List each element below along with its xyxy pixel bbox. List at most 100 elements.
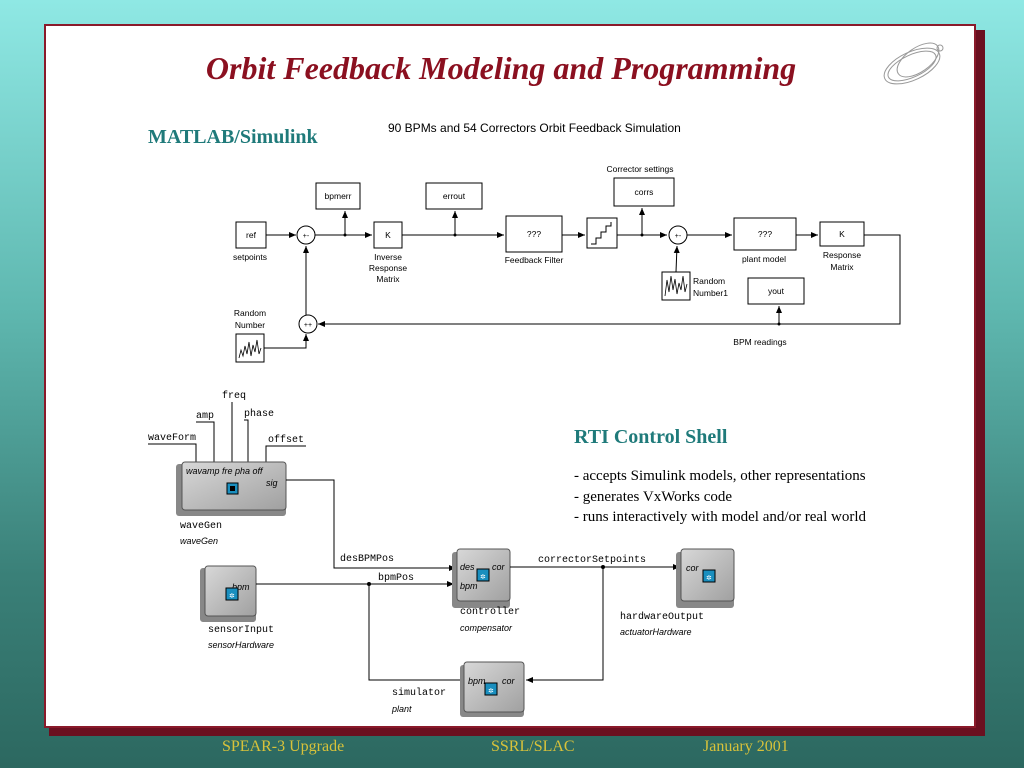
- controller-name: controller: [460, 606, 520, 618]
- noise-icon: [664, 275, 688, 297]
- ref-label: ref: [246, 230, 257, 240]
- hw-icon-glyph: ✲: [706, 573, 711, 583]
- controller-type: compensator: [460, 623, 513, 633]
- sim-type: plant: [391, 704, 412, 714]
- response-label-1: Response: [823, 250, 862, 260]
- sum-signs: +-: [303, 233, 310, 240]
- ring-logo-icon: [883, 42, 944, 85]
- inverse-label-1: Inverse: [374, 252, 402, 262]
- sensor-port: bpm: [232, 582, 250, 592]
- noise-icon: [238, 339, 262, 359]
- controller-port-cor: cor: [492, 562, 506, 572]
- param-phase-label: phase: [244, 408, 274, 420]
- random-wire: [264, 334, 309, 349]
- sum2-signs: +-: [675, 233, 682, 240]
- response-gain-block[interactable]: [819, 221, 865, 247]
- plant-model-qqq: ???: [758, 229, 772, 239]
- yout-block[interactable]: [747, 277, 805, 305]
- controller-port-bpm: bpm: [460, 581, 478, 591]
- sensor-icon: [225, 587, 239, 601]
- rti-heading: RTI Control Shell: [574, 426, 728, 448]
- random1-wire: [673, 245, 680, 273]
- junction-dot: [777, 322, 781, 326]
- random-number-label-2: Number: [235, 320, 265, 330]
- sim-port-cor: cor: [502, 676, 516, 686]
- bpmpos-label: bpmPos: [378, 572, 414, 584]
- inverse-label-2: Response: [369, 263, 408, 273]
- wavegen-name: waveGen: [180, 521, 222, 532]
- corrs-label: corrs: [635, 187, 654, 197]
- param-freq-label: freq: [222, 390, 246, 402]
- param-line: [265, 445, 306, 462]
- param-waveform-label: waveForm: [148, 433, 196, 444]
- yout-label: yout: [768, 286, 785, 296]
- correctorsetpoints-label: correctorSetpoints: [538, 554, 646, 566]
- corrector-settings-label: Corrector settings: [606, 164, 673, 174]
- bpmerr-block[interactable]: [315, 182, 361, 210]
- wavegen-sig: sig: [266, 478, 278, 488]
- sim-icon: [484, 682, 498, 696]
- sim-input-wire: [526, 567, 604, 683]
- matlab-heading: MATLAB/Simulink: [148, 126, 318, 148]
- param-line: [148, 443, 197, 462]
- param-amp-label: amp: [196, 411, 214, 422]
- rti-bullet: - generates VxWorks code: [574, 488, 733, 505]
- footer-right: January 2001: [703, 738, 789, 755]
- feedback-filter-label: Feedback Filter: [505, 255, 564, 265]
- plant-model-block[interactable]: [733, 217, 797, 251]
- footer-left: SPEAR-3 Upgrade: [222, 738, 345, 755]
- footer-center: SSRL/SLAC: [491, 738, 575, 755]
- random-number-label-1: Random: [234, 308, 266, 318]
- controller-icon-glyph: ✲: [480, 572, 485, 582]
- wavegen-icon-inner: [230, 486, 235, 491]
- errout-label: errout: [443, 191, 466, 201]
- rti-bullet: - runs interactively with model and/or r…: [574, 509, 866, 525]
- sim-port-bpm: bpm: [468, 676, 486, 686]
- quantizer-block[interactable]: [586, 217, 618, 249]
- rti-bullet-list: - accepts Simulink models, other represe…: [574, 466, 866, 528]
- sum3-signs: ++: [304, 322, 312, 329]
- sim-icon-glyph: ✲: [488, 686, 493, 696]
- response-gain-label: K: [839, 229, 845, 239]
- bpmerr-label: bpmerr: [325, 191, 352, 201]
- feedback-filter-block[interactable]: [505, 215, 563, 253]
- wavegen-type: waveGen: [180, 536, 218, 546]
- slide-title: Orbit Feedback Modeling and Programming: [205, 50, 797, 86]
- desbpmpos-label: desBPMPos: [340, 553, 394, 565]
- errout-block[interactable]: [425, 182, 483, 210]
- hw-icon: [702, 569, 716, 583]
- corrs-block[interactable]: [613, 177, 675, 207]
- random-number1-label-2: Number1: [693, 288, 728, 298]
- bpm-readings-label: BPM readings: [733, 337, 786, 347]
- rti-bullet: - accepts Simulink models, other represe…: [574, 468, 866, 484]
- feedback-filter-qqq: ???: [527, 229, 541, 239]
- sum-block-3[interactable]: [298, 314, 318, 334]
- setpoints-label: setpoints: [233, 252, 267, 262]
- inverse-gain-block[interactable]: [373, 221, 403, 249]
- inverse-label-3: Matrix: [376, 274, 400, 284]
- staircase-icon: [591, 222, 612, 245]
- sensor-name: sensorInput: [208, 625, 274, 636]
- param-offset-label: offset: [268, 434, 304, 446]
- sensor-icon-glyph: ✲: [229, 591, 234, 601]
- slide: Orbit Feedback Modeling and Programming …: [44, 24, 976, 728]
- simulink-title: 90 BPMs and 54 Correctors Orbit Feedback…: [388, 121, 681, 135]
- desbpmpos-wire: [286, 479, 456, 571]
- inverse-gain-label: K: [385, 230, 391, 240]
- hw-port: cor: [686, 563, 700, 573]
- param-line: [196, 421, 215, 462]
- sim-name: simulator: [392, 687, 446, 699]
- wavegen-ports: wavamp fre pha off: [186, 466, 264, 476]
- controller-port-des: des: [460, 562, 475, 572]
- feedback-wire: [318, 234, 901, 327]
- sim-output-wire: [368, 584, 462, 681]
- plant-model-label: plant model: [742, 254, 786, 264]
- hw-type: actuatorHardware: [620, 627, 692, 637]
- param-line: [244, 419, 249, 462]
- controller-icon: [476, 568, 490, 582]
- random-number1-label-1: Random: [693, 276, 725, 286]
- sensor-type: sensorHardware: [208, 640, 274, 650]
- response-label-2: Matrix: [830, 262, 854, 272]
- hw-name: hardwareOutput: [620, 611, 704, 623]
